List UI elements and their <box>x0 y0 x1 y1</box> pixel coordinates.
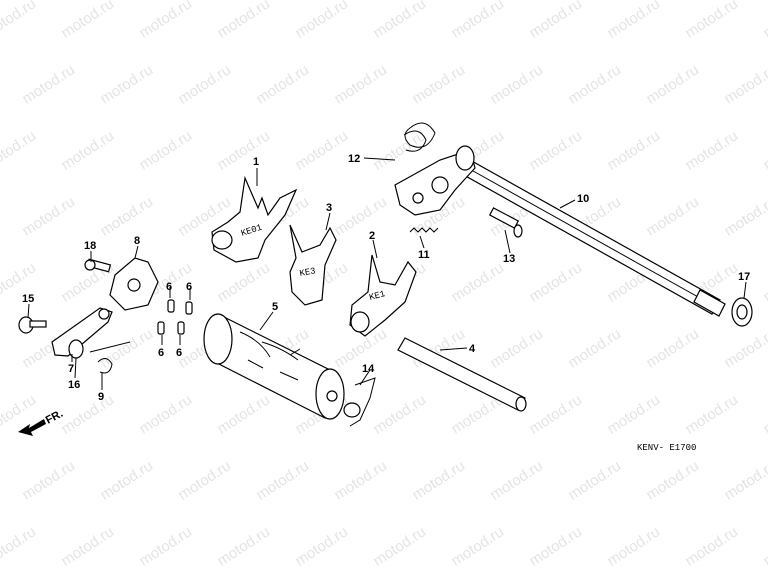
callout-9: 9 <box>98 391 104 403</box>
shift-fork-3: KE3 <box>289 224 337 306</box>
spring-11 <box>409 227 439 233</box>
callout-6b: 6 <box>186 281 192 293</box>
washer-16 <box>68 339 84 359</box>
front-direction-arrow: FR. <box>18 408 65 436</box>
callout-14: 14 <box>362 363 375 375</box>
svg-text:KE1: KE1 <box>368 289 386 303</box>
callout-7: 7 <box>68 363 74 375</box>
stopper-plate-8 <box>109 257 159 311</box>
callout-4: 4 <box>469 343 476 355</box>
shift-shaft <box>461 159 753 327</box>
shift-fork-1: KE01 <box>211 175 298 263</box>
leader-lines <box>27 157 747 390</box>
callout-6d: 6 <box>176 347 182 359</box>
spring-9 <box>89 341 131 374</box>
callout-3: 3 <box>326 202 332 214</box>
pins-6 <box>157 299 193 335</box>
stopper-14 <box>343 377 376 427</box>
callouts: 1 2 3 4 5 6 6 6 6 7 8 9 10 11 12 13 14 1… <box>22 153 750 403</box>
svg-text:KE3: KE3 <box>299 266 317 279</box>
shift-drum <box>203 313 345 420</box>
callout-6c: 6 <box>158 347 164 359</box>
shift-fork-2: KE1 <box>349 254 417 337</box>
callout-18: 18 <box>84 240 96 252</box>
callout-12: 12 <box>348 153 360 165</box>
guide-shaft-4 <box>397 337 527 412</box>
direction-label: FR. <box>44 408 65 427</box>
callout-10: 10 <box>577 193 589 205</box>
callout-16: 16 <box>68 379 80 391</box>
callout-2: 2 <box>369 230 375 242</box>
callout-6a: 6 <box>166 281 172 293</box>
bolt-13 <box>488 207 523 238</box>
callout-11: 11 <box>418 249 430 261</box>
bolt-15 <box>18 316 47 334</box>
stopper-arm-7 <box>51 307 113 357</box>
callout-17: 17 <box>738 271 750 283</box>
callout-1: 1 <box>253 156 259 168</box>
diagram-code: KENV- E1700 <box>637 443 696 453</box>
callout-13: 13 <box>503 253 515 265</box>
callout-5: 5 <box>272 301 278 313</box>
callout-8: 8 <box>134 235 140 247</box>
callout-15: 15 <box>22 293 34 305</box>
bolt-18 <box>84 258 112 273</box>
shift-arm-assembly <box>394 122 476 216</box>
